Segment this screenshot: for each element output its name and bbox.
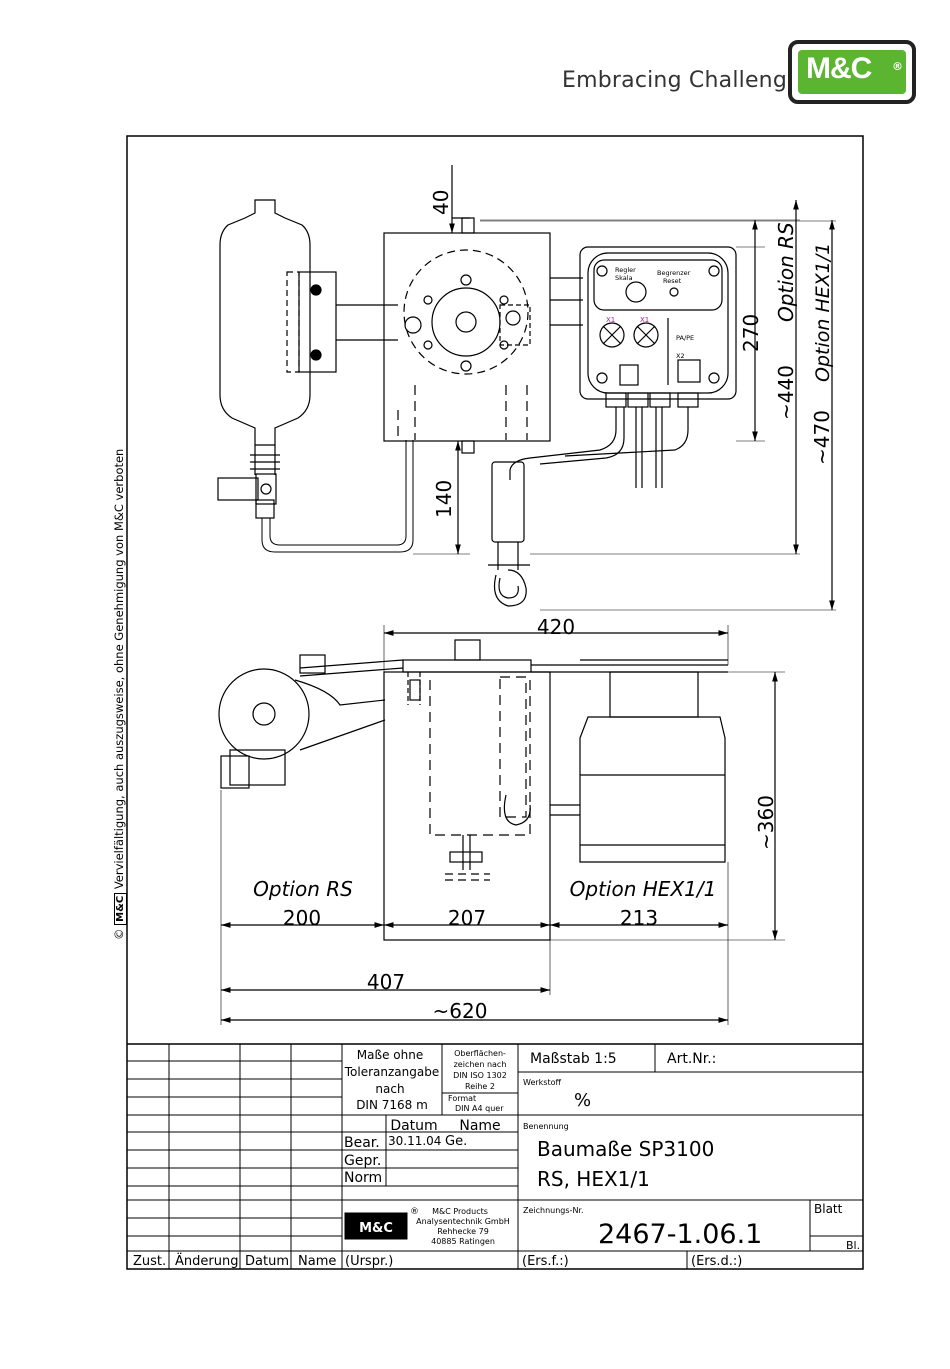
tol-line4: DIN 7168 m	[356, 1098, 428, 1112]
top-view	[217, 165, 836, 611]
panel-regler: Regler	[615, 266, 636, 274]
mc-logo: M&C ®	[788, 40, 916, 104]
tol-line1: Maße ohne	[357, 1048, 423, 1062]
dim-420: 420	[537, 615, 575, 639]
benennung-line2: RS, HEX1/1	[537, 1167, 650, 1191]
row-ersf: (Ers.f.:)	[522, 1254, 569, 1269]
panel-skala: Skala	[615, 274, 633, 282]
header-slogan: Embracing Challenge	[562, 68, 801, 93]
company-line1: M&C Products	[432, 1207, 488, 1216]
dim-200: 200	[283, 906, 321, 930]
format-value: DIN A4 quer	[455, 1104, 504, 1113]
cooler-housing-top	[383, 232, 551, 442]
company-reg: ®	[410, 1207, 419, 1217]
scale-label: Maßstab 1:5	[530, 1051, 617, 1067]
company-line4: 40885 Ratingen	[431, 1237, 495, 1246]
surf-line2: zeichen nach	[454, 1060, 507, 1069]
panel-pape: PA/PE	[676, 334, 694, 342]
label-option-hex-top: Option HEX1/1	[812, 243, 834, 382]
row-ersd: (Ers.d.:)	[691, 1254, 742, 1269]
panel-x1: X1	[606, 316, 615, 324]
row-zust: Zust.	[133, 1254, 166, 1269]
surf-line4: Reihe 2	[465, 1082, 495, 1091]
bl-label: Bl.	[846, 1239, 860, 1252]
title-block	[127, 1043, 863, 1269]
dim-140: 140	[432, 480, 456, 518]
row-datum: Datum	[245, 1254, 289, 1269]
cooler-housing-side	[383, 671, 551, 941]
dim-270: 270	[739, 314, 763, 352]
zeichnungs-nr: 2467-1.06.1	[598, 1219, 762, 1250]
row-name: Name	[298, 1254, 336, 1269]
row-aenderung: Änderung	[175, 1253, 238, 1269]
werkstoff-label: Werkstoff	[523, 1078, 561, 1087]
blatt-label: Blatt	[814, 1202, 843, 1216]
bear-date: 30.11.04	[388, 1134, 441, 1148]
company-line3: Rehhecke 79	[437, 1227, 489, 1236]
logo-registered-mark: ®	[892, 60, 903, 73]
dim-440: ~440	[774, 365, 798, 420]
zeichnungs-label: Zeichnungs-Nr.	[523, 1206, 584, 1215]
dim-470: ~470	[810, 410, 834, 465]
dim-207: 207	[448, 906, 486, 930]
panel-reset: Reset	[663, 277, 682, 285]
dim-360: ~360	[754, 795, 778, 850]
norm-label: Norm	[344, 1170, 382, 1186]
werkstoff-value: %	[574, 1090, 591, 1111]
label-option-hex-side: Option HEX1/1	[570, 877, 717, 901]
benennung-label: Benennung	[523, 1122, 569, 1131]
logo-background: M&C ®	[798, 50, 906, 94]
hex-outlet	[491, 461, 525, 543]
panel-begrenzer: Begrenzer	[657, 269, 691, 277]
bear-label: Bear.	[344, 1135, 380, 1151]
label-option-rs-side: Option RS	[253, 877, 353, 901]
panel-x2: X2	[676, 352, 685, 360]
control-box	[579, 246, 737, 400]
company-logo-text: M&C	[359, 1221, 393, 1236]
benennung-line1: Baumaße SP3100	[537, 1137, 714, 1161]
logo-text: M&C	[806, 52, 872, 85]
company-line2: Analysentechnik GmbH	[416, 1217, 510, 1226]
art-nr-label: Art.Nr.:	[667, 1051, 716, 1067]
format-label: Format	[448, 1094, 476, 1103]
side-view	[218, 625, 785, 1025]
bear-name: Ge.	[445, 1134, 467, 1149]
dim-40: 40	[429, 190, 453, 215]
tol-line3: nach	[375, 1082, 404, 1096]
gepr-label: Gepr.	[344, 1153, 381, 1169]
name-header: Name	[459, 1118, 500, 1134]
dim-213: 213	[620, 906, 658, 930]
surf-line1: Oberflächen-	[454, 1049, 506, 1058]
label-option-rs-top: Option RS	[774, 222, 798, 322]
filter-cylinder	[217, 199, 337, 519]
surf-line3: DIN ISO 1302	[453, 1071, 507, 1080]
row-urspr: (Urspr.)	[345, 1254, 393, 1269]
dim-620: ~620	[433, 999, 488, 1023]
dim-407: 407	[367, 970, 405, 994]
tol-line2: Toleranzangabe	[344, 1065, 439, 1079]
drawing-frame	[126, 135, 864, 1270]
title-block-text: Maße ohne Toleranzangabe nach DIN 7168 m…	[133, 1048, 860, 1269]
panel-x1b: X1	[640, 316, 649, 324]
datum-header: Datum	[390, 1118, 437, 1134]
